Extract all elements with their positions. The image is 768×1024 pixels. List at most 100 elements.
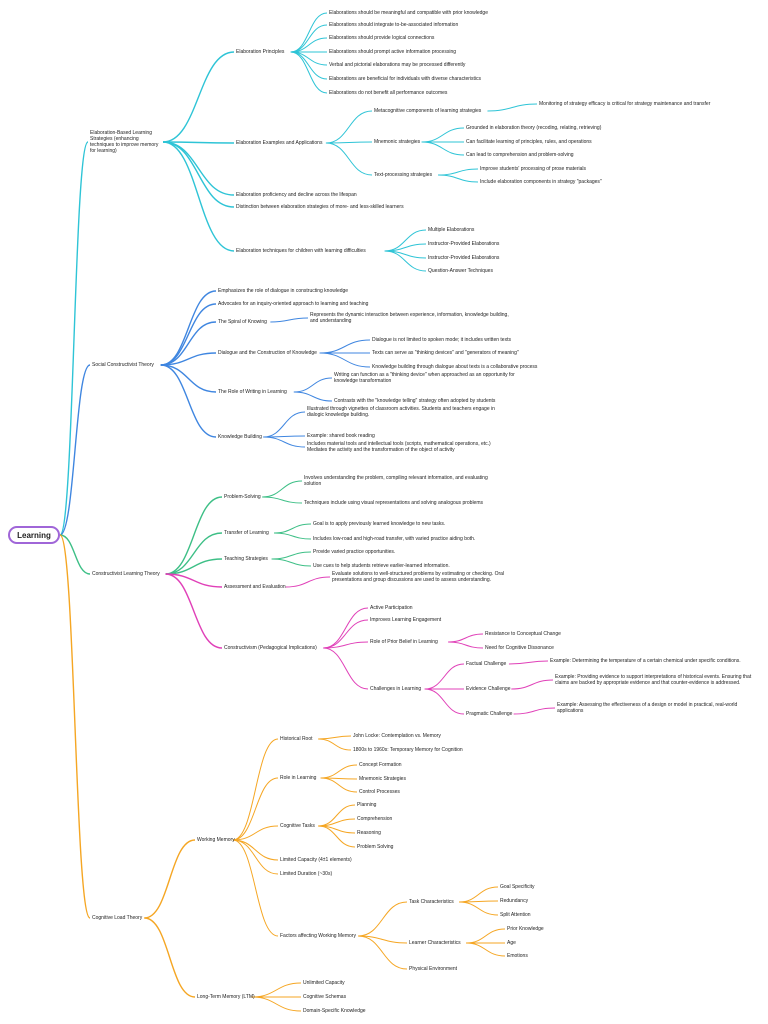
node-challenges-in-learning[interactable]: Challenges in Learning bbox=[370, 685, 422, 692]
node-instructor-provided-elaborations[interactable]: Instructor-Provided Elaborations bbox=[428, 254, 500, 261]
connector-line bbox=[290, 51, 328, 94]
node-historical-root[interactable]: Historical Root bbox=[280, 735, 313, 742]
node-illustrated-through-vignettes-of-classro[interactable]: Illustrated through vignettes of classro… bbox=[307, 405, 495, 418]
node-limited-capacity-4-1-elements[interactable]: Limited Capacity (4±1 elements) bbox=[280, 856, 352, 863]
node-can-lead-to-comprehension-and-problem-so[interactable]: Can lead to comprehension and problem-so… bbox=[466, 151, 574, 158]
node-learner-characteristics[interactable]: Learner Characteristics bbox=[409, 939, 461, 946]
node-includes-material-tools-and-intellectual[interactable]: Includes material tools and intellectual… bbox=[307, 440, 491, 453]
node-text-processing-strategies[interactable]: Text-processing strategies bbox=[374, 171, 433, 178]
node-distinction-between-elaboration-strategi[interactable]: Distinction between elaboration strategi… bbox=[236, 203, 404, 210]
node-limited-duration-30s[interactable]: Limited Duration (~30s) bbox=[280, 870, 333, 877]
node-resistance-to-conceptual-change[interactable]: Resistance to Conceptual Change bbox=[485, 630, 561, 637]
node-domain-specific-knowledge[interactable]: Domain-Specific Knowledge bbox=[303, 1007, 366, 1014]
node-include-elaboration-components-in-strate[interactable]: Include elaboration components in strate… bbox=[480, 178, 602, 185]
node-provide-varied-practice-opportunities[interactable]: Provide varied practice opportunities. bbox=[313, 548, 396, 555]
node-example-providing-evidence-to-support-in[interactable]: Example: Providing evidence to support i… bbox=[555, 673, 752, 686]
node-example-determining-the-temperature-of-a[interactable]: Example: Determining the temperature of … bbox=[550, 657, 741, 664]
node-john-locke-contemplation-vs-memory[interactable]: John Locke: Contemplation vs. Memory bbox=[353, 732, 441, 739]
node-1800s-to-1960s-temporary-memory-for-cogn[interactable]: 1800s to 1960s: Temporary Memory for Cog… bbox=[353, 746, 463, 753]
connector-line bbox=[263, 411, 306, 438]
node-elaborations-should-integrate-to-be-asso[interactable]: Elaborations should integrate to-be-asso… bbox=[329, 21, 459, 28]
node-texts-can-serve-as-thinking-devices-and-[interactable]: Texts can serve as "thinking devices" an… bbox=[372, 349, 519, 356]
node-prior-knowledge[interactable]: Prior Knowledge bbox=[507, 925, 544, 932]
node-role-in-learning[interactable]: Role in Learning bbox=[280, 774, 317, 781]
node-split-attention[interactable]: Split Attention bbox=[500, 911, 531, 918]
node-elaborations-should-prompt-active-inform[interactable]: Elaborations should prompt active inform… bbox=[329, 48, 457, 55]
node-includes-low-road-and-high-road-transfer[interactable]: Includes low-road and high-road transfer… bbox=[313, 535, 476, 542]
node-pragmatic-challenge[interactable]: Pragmatic Challenge bbox=[466, 710, 513, 717]
node-evidence-challenge[interactable]: Evidence Challenge bbox=[466, 685, 511, 692]
node-mnemonic-strategies[interactable]: Mnemonic strategies bbox=[374, 138, 421, 145]
node-factual-challenge[interactable]: Factual Challenge bbox=[466, 660, 507, 667]
node-emotions[interactable]: Emotions bbox=[507, 952, 528, 959]
node-question-answer-techniques[interactable]: Question-Answer Techniques bbox=[428, 267, 493, 274]
node-grounded-in-elaboration-theory-recoding-[interactable]: Grounded in elaboration theory (recoding… bbox=[466, 124, 602, 131]
node-elaborations-do-not-benefit-all-performa[interactable]: Elaborations do not benefit all performa… bbox=[329, 89, 448, 96]
node-dialogue-and-the-construction-of-knowled[interactable]: Dialogue and the Construction of Knowled… bbox=[218, 349, 317, 356]
node-cognitive-tasks[interactable]: Cognitive Tasks bbox=[280, 822, 315, 829]
node-redundancy[interactable]: Redundancy bbox=[500, 897, 529, 904]
node-mnemonic-strategies[interactable]: Mnemonic Strategies bbox=[359, 775, 406, 782]
node-elaboration-based-learning-strategies-en[interactable]: Elaboration-Based Learning Strategies (e… bbox=[90, 129, 159, 155]
node-task-characteristics[interactable]: Task Characteristics bbox=[409, 898, 454, 905]
node-unlimited-capacity[interactable]: Unlimited Capacity bbox=[303, 979, 345, 986]
node-elaborations-are-beneficial-for-individu[interactable]: Elaborations are beneficial for individu… bbox=[329, 75, 482, 82]
node-goal-is-to-apply-previously-learned-know[interactable]: Goal is to apply previously learned know… bbox=[313, 520, 446, 527]
node-elaboration-techniques-for-children-with[interactable]: Elaboration techniques for children with… bbox=[236, 247, 366, 254]
node-techniques-include-using-visual-represen[interactable]: Techniques include using visual represen… bbox=[304, 499, 484, 506]
node-physical-environment[interactable]: Physical Environment bbox=[409, 965, 458, 972]
node-can-facilitate-learning-of-principles-ru[interactable]: Can facilitate learning of principles, r… bbox=[466, 138, 592, 145]
node-the-role-of-writing-in-learning[interactable]: The Role of Writing in Learning bbox=[218, 388, 287, 395]
node-dialogue-is-not-limited-to-spoken-mode-i[interactable]: Dialogue is not limited to spoken mode; … bbox=[372, 336, 511, 343]
node-elaboration-principles[interactable]: Elaboration Principles bbox=[236, 48, 285, 55]
node-role-of-prior-belief-in-learning[interactable]: Role of Prior Belief in Learning bbox=[370, 638, 438, 645]
node-cognitive-schemas[interactable]: Cognitive Schemas bbox=[303, 993, 347, 1000]
node-elaboration-proficiency-and-decline-acro[interactable]: Elaboration proficiency and decline acro… bbox=[236, 191, 357, 198]
node-writing-can-function-as-a-thinking-devic[interactable]: Writing can function as a "thinking devi… bbox=[334, 371, 515, 384]
node-problem-solving[interactable]: Problem Solving bbox=[357, 843, 394, 850]
node-problem-solving[interactable]: Problem-Solving bbox=[224, 493, 261, 500]
node-verbal-and-pictorial-elaborations-may-be[interactable]: Verbal and pictorial elaborations may be… bbox=[329, 61, 466, 68]
node-goal-specificity[interactable]: Goal Specificity bbox=[500, 883, 535, 890]
node-planning[interactable]: Planning bbox=[357, 801, 377, 808]
node-transfer-of-learning[interactable]: Transfer of Learning bbox=[224, 529, 269, 536]
node-knowledge-building-through-dialogue-abou[interactable]: Knowledge building through dialogue abou… bbox=[372, 363, 538, 370]
node-need-for-cognitive-dissonance[interactable]: Need for Cognitive Dissonance bbox=[485, 644, 554, 651]
node-multiple-elaborations[interactable]: Multiple Elaborations bbox=[428, 226, 475, 233]
node-example-shared-book-reading[interactable]: Example: shared book reading bbox=[307, 432, 375, 439]
node-social-constructivist-theory[interactable]: Social Constructivist Theory bbox=[92, 361, 154, 368]
node-elaborations-should-be-meaningful-and-co[interactable]: Elaborations should be meaningful and co… bbox=[329, 9, 488, 16]
node-instructor-provided-elaborations[interactable]: Instructor-Provided Elaborations bbox=[428, 240, 500, 247]
node-constructivism-pedagogical-implications[interactable]: Constructivism (Pedagogical Implications… bbox=[224, 644, 317, 651]
node-working-memory[interactable]: Working Memory bbox=[197, 836, 235, 843]
node-elaborations-should-provide-logical-conn[interactable]: Elaborations should provide logical conn… bbox=[329, 34, 435, 41]
node-advocates-for-an-inquiry-oriented-approa[interactable]: Advocates for an inquiry-oriented approa… bbox=[218, 300, 369, 307]
node-contrasts-with-the-knowledge-telling-str[interactable]: Contrasts with the "knowledge telling" s… bbox=[334, 397, 496, 404]
node-cognitive-load-theory[interactable]: Cognitive Load Theory bbox=[92, 914, 143, 921]
node-reasoning[interactable]: Reasoning bbox=[357, 829, 381, 836]
node-example-assessing-the-effectiveness-of-a[interactable]: Example: Assessing the effectiveness of … bbox=[557, 701, 738, 714]
node-long-term-memory-ltm[interactable]: Long-Term Memory (LTM) bbox=[197, 993, 255, 1000]
node-the-spiral-of-knowing[interactable]: The Spiral of Knowing bbox=[218, 318, 267, 325]
node-metacognitive-components-of-learning-str[interactable]: Metacognitive components of learning str… bbox=[374, 107, 482, 114]
node-assessment-and-evaluation[interactable]: Assessment and Evaluation bbox=[224, 583, 286, 590]
node-improve-students-processing-of-prose-mat[interactable]: Improve students' processing of prose ma… bbox=[480, 165, 587, 172]
node-represents-the-dynamic-interaction-betwe[interactable]: Represents the dynamic interaction betwe… bbox=[310, 311, 509, 324]
node-monitoring-of-strategy-efficacy-is-criti[interactable]: Monitoring of strategy efficacy is criti… bbox=[539, 100, 711, 107]
node-use-cues-to-help-students-retrieve-earli[interactable]: Use cues to help students retrieve earli… bbox=[313, 562, 450, 569]
node-evaluate-solutions-to-well-structured-pr[interactable]: Evaluate solutions to well-structured pr… bbox=[332, 570, 505, 583]
node-concept-formation[interactable]: Concept Formation bbox=[359, 761, 402, 768]
node-teaching-strategies[interactable]: Teaching Strategies bbox=[224, 555, 268, 562]
node-involves-understanding-the-problem-compi[interactable]: Involves understanding the problem, comp… bbox=[304, 474, 488, 487]
node-emphasizes-the-role-of-dialogue-in-const[interactable]: Emphasizes the role of dialogue in const… bbox=[218, 287, 349, 294]
root-node-learning[interactable]: Learning bbox=[8, 526, 60, 544]
node-constructivist-learning-theory[interactable]: Constructivist Learning Theory bbox=[92, 570, 160, 577]
node-age[interactable]: Age bbox=[507, 939, 516, 946]
node-comprehension[interactable]: Comprehension bbox=[357, 815, 393, 822]
node-active-participation[interactable]: Active Participation bbox=[370, 604, 413, 611]
node-control-processes[interactable]: Control Processes bbox=[359, 788, 400, 795]
node-factors-affecting-working-memory[interactable]: Factors affecting Working Memory bbox=[280, 932, 356, 939]
node-improves-learning-engagement[interactable]: Improves Learning Engagement bbox=[370, 616, 442, 623]
node-elaboration-examples-and-applications[interactable]: Elaboration Examples and Applications bbox=[236, 139, 323, 146]
node-knowledge-building[interactable]: Knowledge Building bbox=[218, 433, 262, 440]
